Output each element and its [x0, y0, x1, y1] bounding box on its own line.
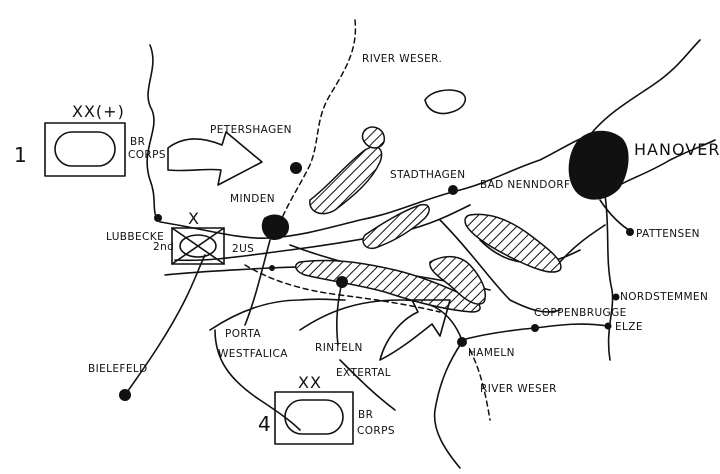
ridge-small-north — [361, 126, 386, 149]
ridge-deister — [429, 256, 486, 305]
label-stadthagen: STADTHAGEN — [390, 169, 465, 181]
label-pattensen: PATTENSEN — [636, 228, 700, 240]
road-hanover-pattensen — [599, 199, 633, 233]
attack-arrows — [167, 131, 451, 361]
unit-1-frame — [44, 122, 126, 177]
unit-1-echelon: XX(+) — [72, 102, 125, 121]
unit-2us-armour-oval — [179, 234, 217, 258]
unit-4-echelon: XX — [298, 373, 322, 392]
label-river-weser-north: RIVER WESER. — [362, 53, 442, 65]
arrow-1-br-corps — [167, 131, 263, 186]
label-river-weser-south: RIVER WESER — [480, 383, 557, 395]
unit-4-br-corps: XX 4 BR CORPS — [258, 373, 395, 445]
bielefeld-road — [124, 254, 206, 396]
minden-blob — [261, 214, 290, 240]
label-2us: 2US — [232, 243, 254, 255]
label-hameln: HAMELN — [468, 347, 515, 359]
rinteln-dot — [336, 276, 348, 288]
hanover-blob — [568, 130, 629, 200]
extertal-road — [339, 359, 396, 411]
label-westfalica: WESTFALICA — [218, 348, 288, 360]
porta-road-north — [244, 239, 271, 326]
boundary-central — [244, 264, 441, 313]
lubbecke-dot — [154, 214, 162, 222]
road-hameln-coppenbrugge — [461, 327, 536, 341]
unit-4-number: 4 — [258, 412, 271, 436]
boundary-south — [469, 349, 491, 421]
pattensen-road — [559, 224, 606, 263]
label-coppenbrugge: COPPENBRUGGE — [534, 307, 627, 319]
hill-west-outline — [214, 329, 301, 431]
hills-south-east — [209, 298, 346, 331]
road-coppenbrugge-elze — [534, 323, 609, 329]
dashed-boundaries — [244, 19, 491, 421]
cities — [119, 130, 634, 401]
label-minden: MINDEN — [230, 193, 275, 205]
ridge-weserbergland — [294, 259, 481, 313]
valley-south-outline — [299, 299, 463, 341]
ridge-deister-outline — [439, 219, 561, 313]
label-hanover: HANOVER — [634, 140, 720, 159]
rivers-and-roads — [124, 39, 716, 469]
unit-1-armour-oval — [54, 131, 116, 167]
elze-dot — [604, 322, 612, 330]
label-nordstemmen: NORDSTEMMEN — [620, 291, 708, 303]
coppenbrugge-dot — [531, 324, 539, 332]
hatched-ridges — [294, 126, 562, 313]
river-bank-lower — [174, 204, 471, 262]
place-labels: RIVER WESER. PETERSHAGEN MINDEN STADTHAG… — [88, 53, 720, 395]
label-porta: PORTA — [225, 328, 261, 340]
label-bielefeld: BIELEFELD — [88, 363, 148, 375]
label-elze: ELZE — [615, 321, 643, 333]
label-bad-nenndorf: BAD NENNDORF — [480, 179, 571, 191]
ridge-bueckeberg — [362, 203, 430, 250]
unit-4-armour-oval — [284, 399, 344, 435]
unit-1-number: 1 — [14, 143, 27, 167]
unit-2us-diag-2 — [171, 227, 225, 265]
ridge-wiehengebirge — [309, 146, 383, 215]
hameln-dot — [457, 337, 467, 347]
lakes — [424, 89, 467, 115]
lake-steinhuder-meer — [424, 89, 467, 115]
nordstemmen-dot — [612, 293, 620, 301]
unit-4-designation-line1: BR — [358, 409, 373, 421]
stadthagen-dot — [448, 185, 458, 195]
unit-4-designation-line2: CORPS — [357, 425, 395, 437]
unit-1-br-corps: XX(+) 1 BR CORPS — [14, 102, 166, 177]
petershagen-dot — [290, 162, 302, 174]
river-hanover-north — [589, 39, 701, 136]
rinteln-road — [335, 281, 343, 346]
boundary-north-weser — [281, 19, 357, 219]
unit-4-frame — [274, 391, 354, 445]
river-hanover-east — [611, 139, 716, 191]
unit-2us-echelon: X — [188, 209, 200, 228]
river-weser-main-channel — [159, 134, 591, 240]
arrow-4-br-corps — [379, 299, 451, 361]
ridge-suentel — [464, 213, 562, 273]
unit-2us-designation: 2nd — [153, 241, 174, 253]
river-western-tributary — [146, 44, 161, 221]
label-rinteln: RINTELN — [315, 342, 363, 354]
unit-1-designation-line1: BR — [130, 136, 145, 148]
unit-1-designation-line2: CORPS — [128, 149, 166, 161]
label-lubbecke: LUBBECKE — [106, 231, 164, 243]
unit-2-us: X 2nd — [153, 209, 225, 265]
label-petershagen: PETERSHAGEN — [210, 124, 292, 136]
bielefeld-dot — [119, 389, 131, 401]
south-river-hameln — [433, 341, 463, 469]
pattensen-dot — [626, 228, 634, 236]
porta-dot — [269, 265, 275, 271]
unit-2us-frame — [171, 227, 225, 265]
river-leine-south — [604, 194, 614, 361]
label-extertal: EXTERTAL — [336, 367, 391, 379]
